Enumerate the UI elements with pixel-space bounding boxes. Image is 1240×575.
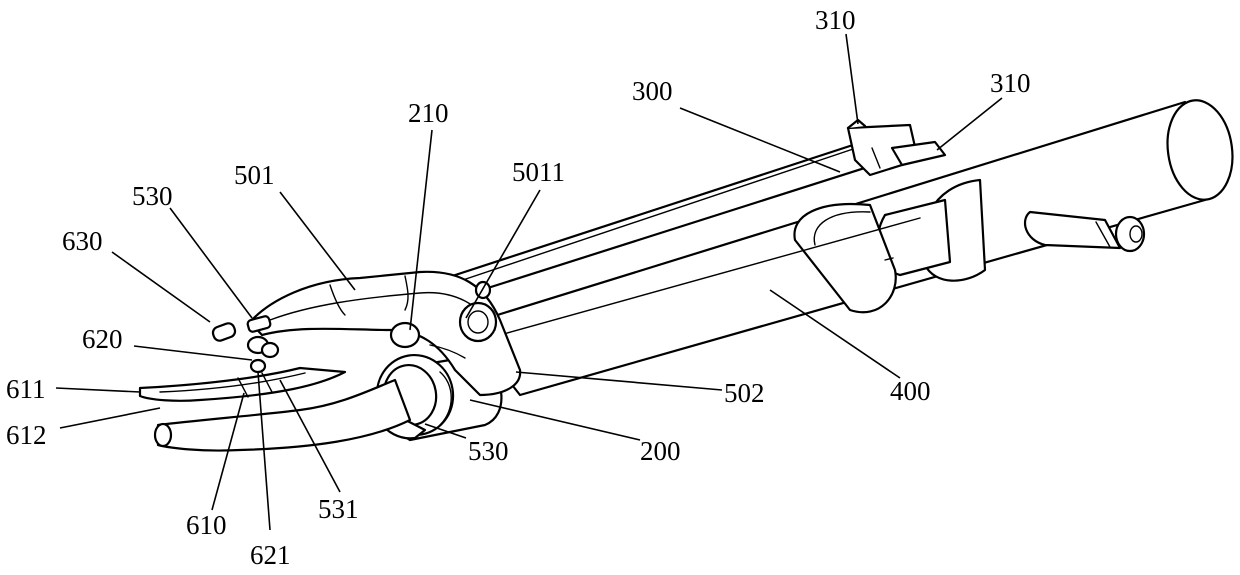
label-501: 501 <box>234 160 275 190</box>
lower-jaw-610 <box>140 322 410 451</box>
label-531: 531 <box>318 494 359 524</box>
label-310-top: 310 <box>815 5 856 35</box>
label-310-right: 310 <box>990 68 1031 98</box>
label-5011: 5011 <box>512 157 565 187</box>
label-530-bottom: 530 <box>468 436 509 466</box>
label-400: 400 <box>890 376 931 406</box>
label-200: 200 <box>640 436 681 466</box>
label-530-top: 530 <box>132 181 173 211</box>
label-630: 630 <box>62 226 103 256</box>
label-502: 502 <box>724 378 765 408</box>
label-620: 620 <box>82 324 123 354</box>
label-621: 621 <box>250 540 291 570</box>
label-210: 210 <box>408 98 449 128</box>
label-300: 300 <box>632 76 673 106</box>
label-612: 612 <box>6 420 47 450</box>
label-610: 610 <box>186 510 227 540</box>
label-611: 611 <box>6 374 46 404</box>
